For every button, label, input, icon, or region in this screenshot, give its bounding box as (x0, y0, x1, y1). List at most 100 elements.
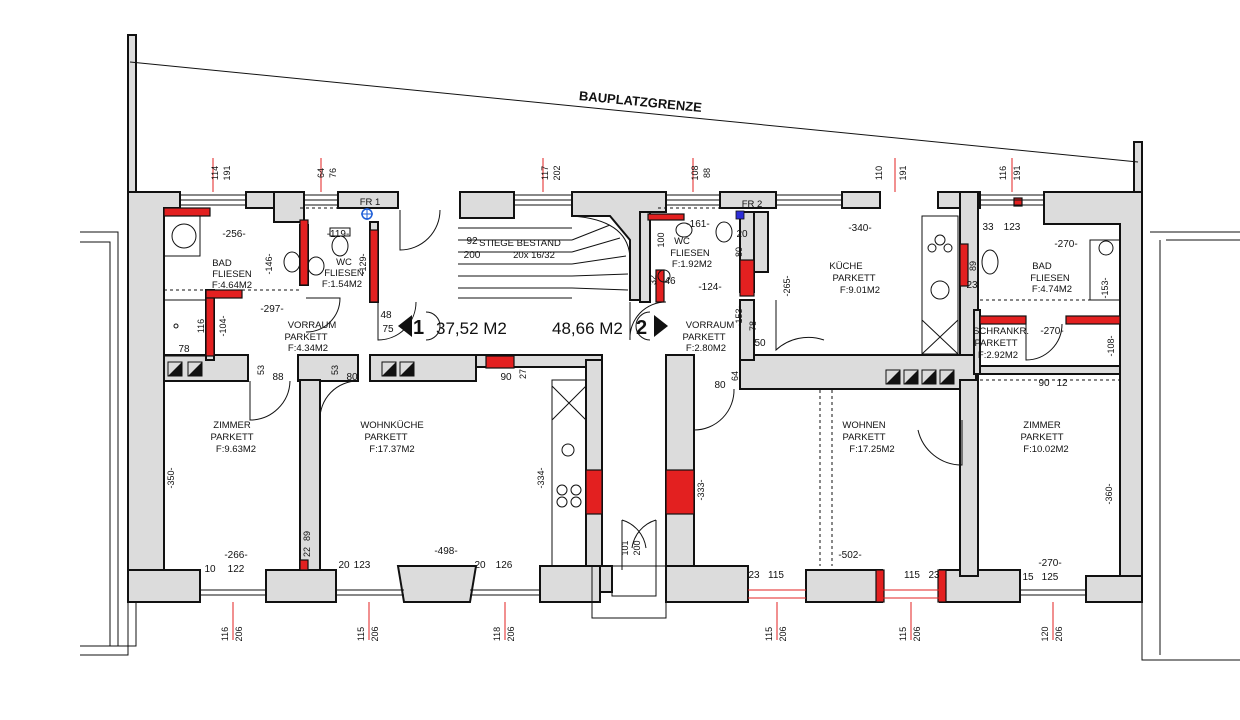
window-dims-top: 114 191 64 76 117 202 108 88 110 191 116… (210, 158, 1022, 192)
stairs-dim-b: 200 (464, 250, 481, 261)
wc2-toilet-icon (715, 221, 733, 243)
room-vorraum2: VORRAUM PARKETT F:2.80M2 (682, 320, 734, 354)
stairs: STIEGE BESTAND 20x 16/32 92 200 (458, 215, 631, 300)
fixtures (163, 207, 1121, 567)
unit2-arrow-icon (654, 315, 668, 337)
svg-text:100: 100 (656, 232, 666, 247)
svg-text:F:17.25M2: F:17.25M2 (849, 444, 894, 455)
boundary-label: BAUPLATZGRENZE (578, 88, 702, 115)
chimney-flues (167, 361, 955, 385)
svg-text:-119-: -119- (327, 229, 350, 240)
svg-text:FLIESEN: FLIESEN (324, 268, 364, 279)
svg-text:120: 120 (1040, 626, 1050, 641)
svg-text:64: 64 (316, 168, 326, 178)
svg-text:108: 108 (690, 165, 700, 180)
stairs-dim-a: 92 (466, 236, 478, 247)
svg-text:F:1.54M2: F:1.54M2 (322, 279, 362, 290)
svg-text:110: 110 (874, 166, 884, 180)
svg-text:WC: WC (336, 257, 352, 268)
sink-icon (283, 251, 301, 273)
svg-text:-104-: -104- (218, 315, 228, 336)
svg-text:206: 206 (1054, 626, 1064, 641)
svg-text:48: 48 (380, 310, 392, 321)
unit2-area: 48,66 M2 (552, 319, 623, 338)
svg-text:20: 20 (338, 560, 350, 571)
svg-text:WOHNEN: WOHNEN (842, 420, 885, 431)
svg-text:50: 50 (754, 338, 766, 349)
svg-text:27: 27 (518, 369, 528, 379)
svg-text:PARKETT: PARKETT (974, 338, 1017, 349)
svg-text:22: 22 (302, 547, 312, 557)
svg-text:-360-: -360- (1104, 483, 1114, 504)
svg-text:64: 64 (730, 371, 740, 381)
svg-text:20: 20 (474, 560, 486, 571)
svg-text:75: 75 (382, 324, 394, 335)
svg-text:F:9.01M2: F:9.01M2 (840, 285, 880, 296)
svg-text:80: 80 (346, 372, 358, 383)
bathtub-drain-icon (171, 223, 197, 249)
svg-text:-498-: -498- (434, 546, 457, 557)
svg-text:-161-: -161- (686, 219, 709, 230)
room-bad1: BAD FLIESEN F:4.64M2 (212, 258, 252, 291)
svg-text:88: 88 (702, 168, 712, 178)
svg-text:118: 118 (492, 627, 502, 641)
wc2-sink-icon (675, 222, 693, 238)
svg-text:-265-: -265- (782, 275, 792, 296)
svg-text:ZIMMER: ZIMMER (1023, 420, 1061, 431)
window-dims-bottom: 116 206 115 206 118 206 115 206 115 206 … (220, 540, 1064, 641)
svg-text:33: 33 (982, 222, 994, 233)
unit2-number: 2 (636, 317, 647, 339)
svg-text:101: 101 (620, 540, 630, 555)
drain-fr1-label: FR 1 (360, 197, 381, 208)
svg-text:F:17.37M2: F:17.37M2 (369, 444, 414, 455)
svg-text:23: 23 (748, 570, 760, 581)
doors (249, 209, 1063, 619)
svg-text:F:10.02M2: F:10.02M2 (1023, 444, 1068, 455)
svg-text:FLIESEN: FLIESEN (212, 269, 252, 280)
room-schrank: SCHRANKR. PARKETT F:2.92M2 (973, 326, 1029, 361)
wc2-basin-icon (657, 269, 671, 283)
svg-text:23: 23 (928, 570, 940, 581)
svg-text:206: 206 (370, 626, 380, 641)
unit-markers: 1 37,52 M2 48,66 M2 2 (398, 311, 668, 341)
svg-text:-108-: -108- (1106, 335, 1116, 356)
svg-text:FLIESEN: FLIESEN (1030, 273, 1070, 284)
svg-text:PARKETT: PARKETT (682, 332, 725, 343)
svg-text:-340-: -340- (848, 223, 871, 234)
bath2-toilet-icon (981, 249, 999, 275)
hob-icon (934, 234, 946, 246)
svg-text:115: 115 (898, 627, 908, 641)
svg-text:F:1.92M2: F:1.92M2 (672, 259, 712, 270)
svg-text:-146-: -146- (264, 253, 274, 274)
svg-text:VORRAUM: VORRAUM (686, 320, 735, 331)
svg-text:F:4.64M2: F:4.64M2 (212, 280, 252, 291)
svg-text:115: 115 (356, 627, 366, 641)
svg-text:202: 202 (552, 165, 562, 180)
svg-text:-153-: -153- (1100, 277, 1110, 298)
svg-text:10: 10 (204, 564, 216, 575)
svg-text:BAD: BAD (212, 258, 232, 269)
bath2-sink-icon (1098, 240, 1114, 256)
svg-text:-350-: -350- (166, 467, 176, 488)
svg-text:F:4.34M2: F:4.34M2 (288, 343, 328, 354)
svg-text:23: 23 (966, 280, 978, 291)
svg-text:-124-: -124- (698, 282, 721, 293)
svg-text:F:2.80M2: F:2.80M2 (686, 343, 726, 354)
svg-text:115: 115 (768, 570, 784, 581)
svg-text:117: 117 (540, 166, 550, 180)
stairs-spec: 20x 16/32 (513, 250, 555, 261)
room-dims: -256- -119- -146- -129- -297- 116 -104- … (166, 219, 1116, 583)
svg-text:114: 114 (210, 166, 220, 180)
svg-text:PARKETT: PARKETT (210, 432, 253, 443)
svg-text:FLIESEN: FLIESEN (670, 248, 710, 259)
unit1-arrow-icon (398, 315, 412, 337)
svg-text:-266-: -266- (224, 550, 247, 561)
svg-text:12: 12 (1056, 378, 1068, 389)
unit1-number: 1 (413, 317, 424, 339)
kitchen-sink-icon (930, 280, 950, 300)
room-kueche: KÜCHE PARKETT F:9.01M2 (829, 261, 880, 296)
svg-text:115: 115 (764, 627, 774, 641)
svg-text:206: 206 (912, 626, 922, 641)
svg-text:53: 53 (330, 365, 340, 375)
svg-text:191: 191 (222, 165, 232, 180)
